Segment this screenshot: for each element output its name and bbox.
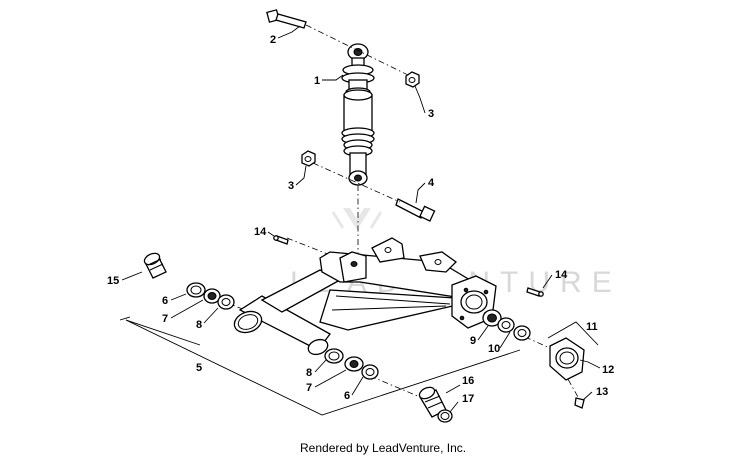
callout-13[interactable]: 13 [596, 386, 608, 398]
shock-absorber[interactable] [341, 43, 375, 186]
callout-14-right[interactable]: 14 [555, 269, 568, 281]
render-credit: Rendered by LeadVenture, Inc. [300, 441, 466, 455]
callout-15[interactable]: 15 [107, 275, 119, 287]
cover-plate[interactable] [549, 337, 585, 381]
right-bearing[interactable] [482, 309, 502, 327]
callout-4[interactable]: 4 [428, 177, 435, 189]
upper-nut[interactable] [405, 71, 420, 88]
lower-nut[interactable] [301, 150, 316, 167]
callout-6-upper[interactable]: 6 [162, 295, 168, 307]
upper-bolt[interactable] [266, 9, 307, 29]
callout-12[interactable]: 12 [602, 364, 614, 376]
grease-fitting-left[interactable] [273, 235, 289, 245]
callout-11[interactable]: 11 [586, 321, 598, 333]
callout-16[interactable]: 16 [462, 375, 474, 387]
lower-seal[interactable] [324, 348, 344, 364]
grease-fitting-right[interactable] [526, 287, 544, 297]
swing-arm[interactable] [231, 237, 497, 357]
left-washer[interactable] [186, 282, 206, 298]
right-washer[interactable] [513, 325, 531, 341]
callout-1[interactable]: 1 [314, 75, 320, 87]
left-bearing[interactable] [203, 288, 221, 304]
callout-3-upper[interactable]: 3 [428, 108, 434, 120]
callout-9[interactable]: 9 [470, 335, 476, 347]
watermark-logo [331, 208, 383, 230]
callout-2[interactable]: 2 [270, 34, 276, 46]
left-seal[interactable] [217, 294, 235, 310]
callout-8-lower[interactable]: 8 [306, 367, 312, 379]
callout-17[interactable]: 17 [462, 393, 474, 405]
callout-8-upper[interactable]: 8 [196, 319, 202, 331]
callout-14-left[interactable]: 14 [254, 226, 267, 238]
callout-10[interactable]: 10 [488, 343, 500, 355]
cap-screw[interactable] [574, 397, 585, 409]
callout-6-lower[interactable]: 6 [344, 390, 350, 402]
callout-7-lower[interactable]: 7 [306, 382, 312, 394]
callout-7-upper[interactable]: 7 [162, 313, 168, 325]
lower-bolt[interactable] [395, 198, 436, 222]
lower-bearing[interactable] [344, 356, 364, 372]
callout-3-lower[interactable]: 3 [288, 180, 294, 192]
right-seal[interactable] [497, 317, 515, 333]
bushing-clamp[interactable] [437, 409, 453, 423]
callout-5[interactable]: 5 [196, 362, 202, 374]
lower-washer[interactable] [361, 364, 379, 380]
left-bushing[interactable] [143, 251, 167, 279]
